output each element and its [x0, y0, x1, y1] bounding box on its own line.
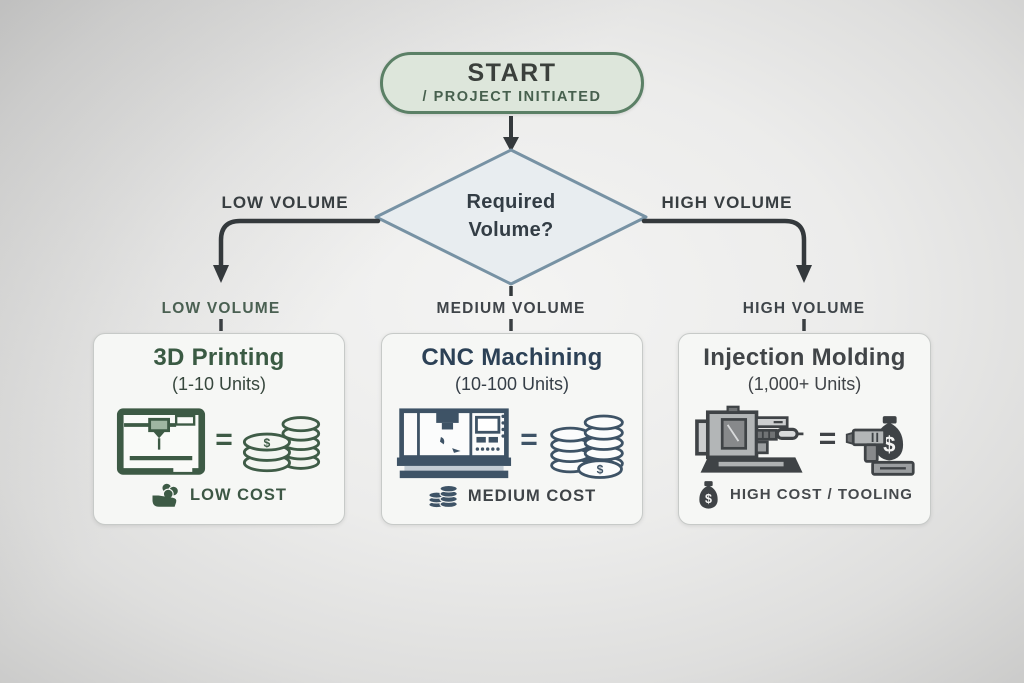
arrowhead-left-branch: [213, 265, 229, 283]
right-branch-line: [641, 218, 807, 270]
start-node-title: START: [467, 59, 557, 88]
card-title: 3D Printing: [153, 344, 285, 371]
money-bag-icon: $: [699, 481, 718, 509]
start-node: START / PROJECT INITIATED: [380, 52, 644, 114]
equals-sign: =: [215, 422, 233, 456]
card-cost-row: $ HIGH COST / TOOLING: [696, 480, 913, 509]
cost-label: LOW COST: [190, 486, 287, 504]
equals-sign: =: [520, 423, 538, 457]
column-label-low-volume: LOW VOLUME: [161, 300, 281, 317]
card-injection-molding: Injection Molding (1,000+ Units) =: [678, 333, 931, 525]
hand-holding-coins-icon: [152, 482, 179, 507]
decision-line2: Volume?: [468, 219, 554, 241]
cost-label: MEDIUM COST: [467, 486, 597, 505]
column-label-medium-volume: MEDIUM VOLUME: [436, 300, 586, 317]
branch-label-high-volume: HIGH VOLUME: [661, 193, 793, 212]
equals-sign: =: [818, 421, 837, 455]
drill-and-money-bag-icon: $: [846, 415, 915, 476]
coin-stacks-icon: $: [549, 414, 624, 480]
column-label-high-volume: HIGH VOLUME: [742, 300, 866, 317]
coin-stacks-icon: $: [242, 415, 320, 472]
start-node-subtitle: / PROJECT INITIATED: [422, 89, 602, 106]
cost-label: HIGH COST / TOOLING: [730, 486, 913, 503]
left-branch-line: [218, 218, 381, 270]
card-icon-row: = $: [115, 403, 323, 482]
card-icon-row: = $: [396, 403, 628, 483]
card-icon-row: = $: [693, 403, 917, 480]
arrowhead-down-to-diamond: [503, 137, 519, 152]
decision-node-label: Required Volume?: [401, 188, 621, 244]
card-units: (1-10 Units): [171, 374, 267, 395]
decision-line1: Required: [466, 191, 556, 213]
card-cost-row: LOW COST: [151, 482, 287, 509]
card-cnc-machining: CNC Machining (10-100 Units): [381, 333, 643, 525]
arrowhead-right-branch: [796, 265, 812, 283]
dollar-sign: $: [705, 492, 712, 506]
dollar-sign: $: [596, 462, 603, 476]
card-3d-printing: 3D Printing (1-10 Units) =: [93, 333, 345, 525]
card-title: CNC Machining: [421, 344, 603, 371]
cnc-machine-icon: [397, 408, 512, 478]
coin-stack-icon: [428, 484, 458, 509]
card-title: Injection Molding: [703, 344, 906, 371]
branch-label-low-volume: LOW VOLUME: [221, 193, 349, 212]
card-cost-row: MEDIUM COST: [428, 483, 596, 509]
card-units: (10-100 Units): [454, 374, 570, 395]
dollar-sign: $: [263, 435, 270, 449]
dollar-sign: $: [883, 432, 895, 457]
injection-molding-machine-icon: [694, 405, 804, 473]
3d-printer-icon: [117, 408, 206, 475]
card-units: (1,000+ Units): [747, 374, 862, 395]
